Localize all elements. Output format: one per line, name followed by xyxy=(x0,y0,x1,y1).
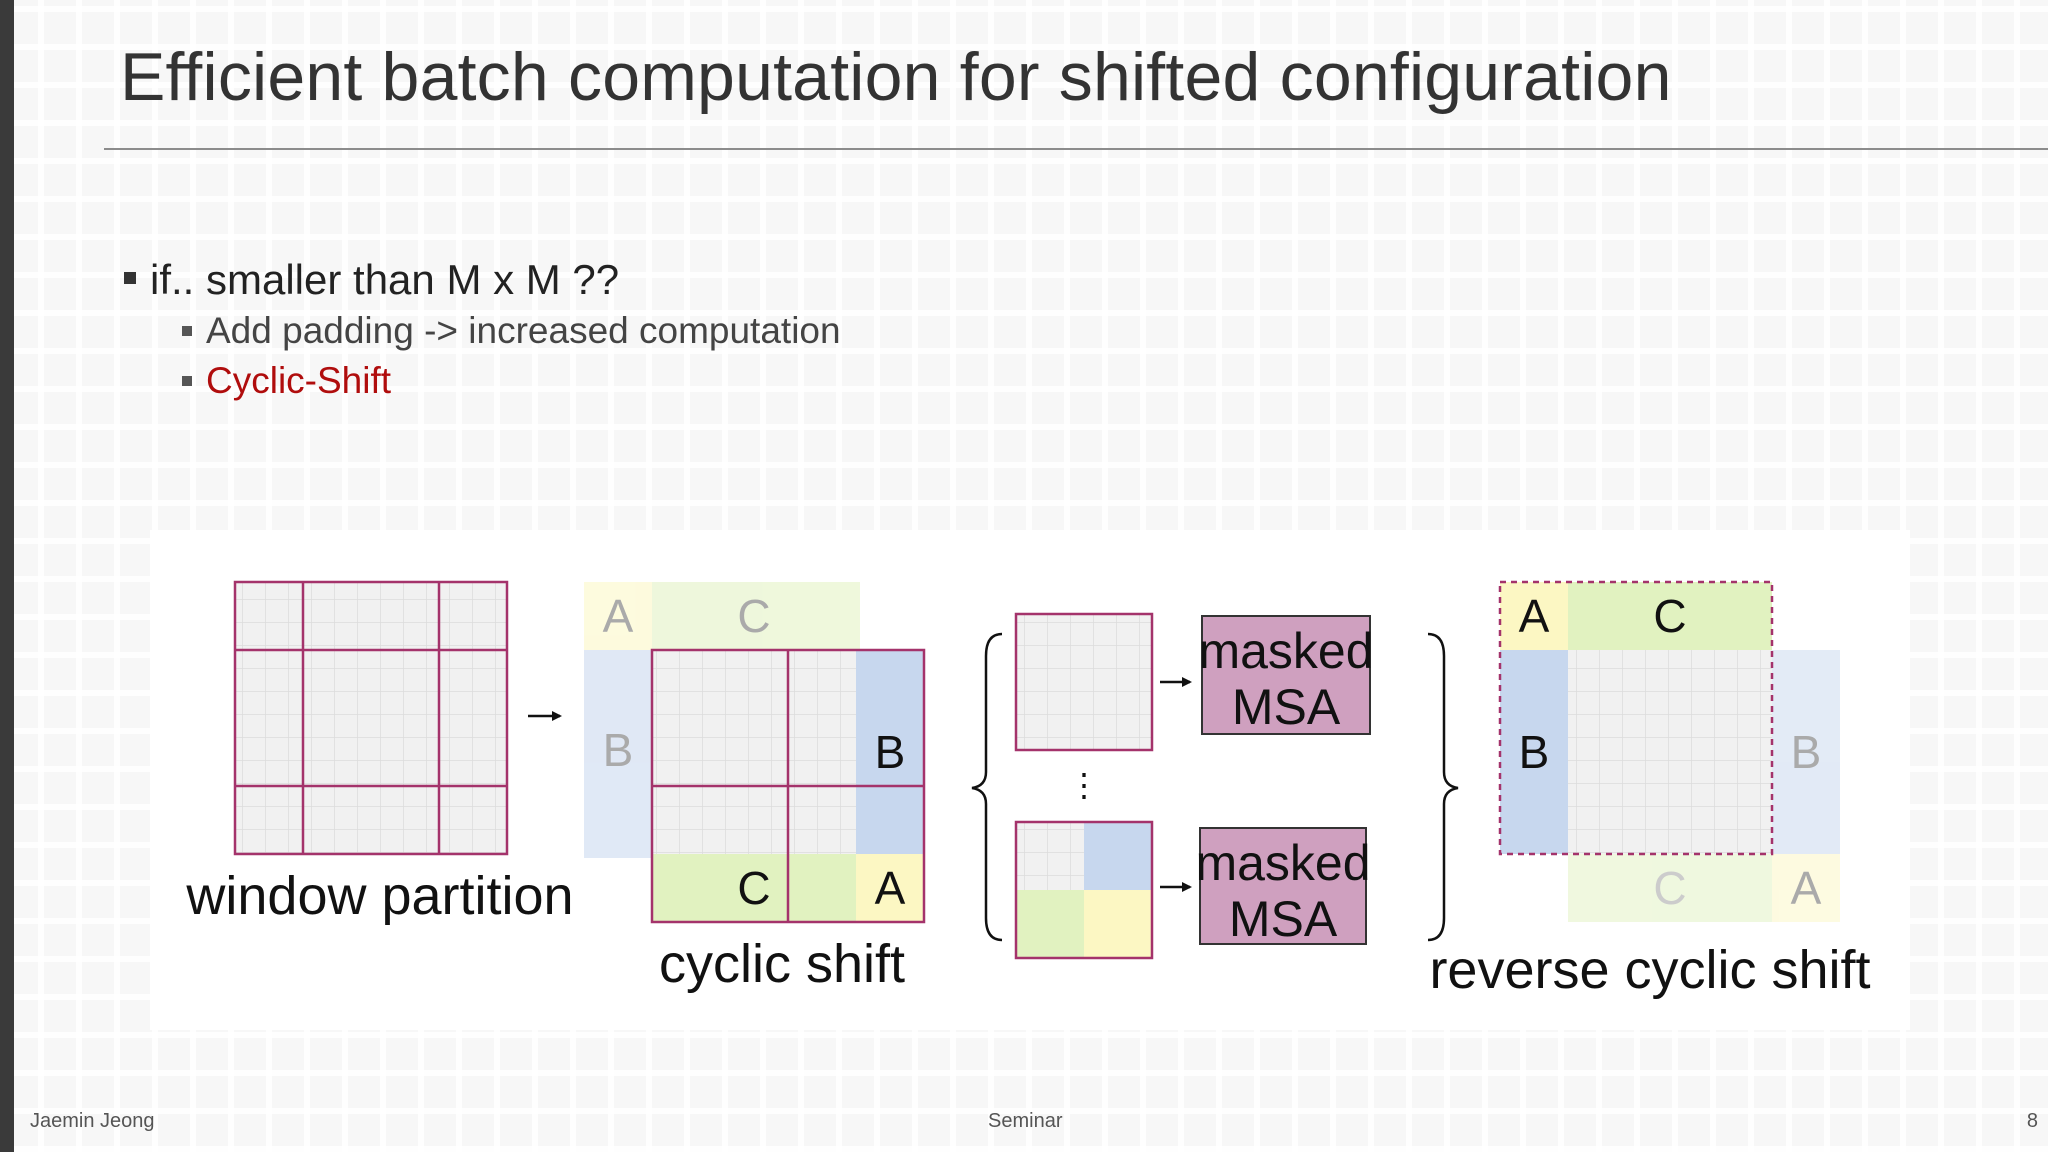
reverse-label-c: C xyxy=(1653,590,1686,642)
masked-msa-box-top: masked MSA xyxy=(1198,615,1374,735)
cyclic-shift-grid xyxy=(650,648,926,924)
reverse-ghost-label-a: A xyxy=(1791,862,1822,914)
window-partition-grid xyxy=(233,580,509,856)
title-divider xyxy=(104,148,2048,150)
footer-page-number: 8 xyxy=(2026,1110,2038,1132)
shift-label-a: A xyxy=(875,862,906,914)
bullet-marker xyxy=(124,272,136,284)
cyclic-shift-diagram: window partition A C B B C A xyxy=(150,530,1910,1030)
footer-author: Jaemin Jeong xyxy=(30,1110,155,1132)
vertical-ellipsis-icon: ⋮ xyxy=(1068,767,1100,803)
shift-label-c: C xyxy=(737,862,770,914)
msa-window-top xyxy=(1014,612,1154,752)
slide-title: Efficient batch computation for shifted … xyxy=(120,39,1672,115)
left-edge-bar xyxy=(0,0,14,1152)
ghost-label-c: C xyxy=(737,590,770,642)
diagram-svg: window partition A C B B C A xyxy=(185,580,1871,1000)
reverse-ghost-label-c: C xyxy=(1653,862,1686,914)
bullet-cyclic-shift: Cyclic-Shift xyxy=(206,360,392,401)
shift-label-b: B xyxy=(875,726,906,778)
reverse-cyclic-shift-label: reverse cyclic shift xyxy=(1429,940,1870,1000)
reverse-label-a: A xyxy=(1519,590,1550,642)
reverse-ghost-label-b: B xyxy=(1791,726,1822,778)
bullet-marker xyxy=(182,376,192,386)
bullet-main: if.. smaller than M x M ?? xyxy=(150,256,620,303)
bullet-marker xyxy=(182,326,192,336)
window-partition-label: window partition xyxy=(185,866,573,926)
cyclic-shift-ghost xyxy=(584,582,860,858)
reverse-shift-grid xyxy=(1498,580,1774,856)
right-brace-icon xyxy=(1427,632,1459,942)
cyclic-shift-label: cyclic shift xyxy=(659,934,905,994)
masked-msa-top-line1: masked xyxy=(1198,623,1373,679)
reverse-shift-ghost xyxy=(1568,650,1840,922)
masked-msa-top-line2: MSA xyxy=(1232,679,1341,735)
masked-msa-bottom-line1: masked xyxy=(1195,835,1370,891)
masked-msa-box-bottom: masked MSA xyxy=(1195,827,1371,947)
masked-msa-bottom-line2: MSA xyxy=(1229,891,1338,947)
msa-window-bottom xyxy=(1014,820,1154,960)
bullet-padding: Add padding -> increased computation xyxy=(206,310,841,351)
ghost-label-a: A xyxy=(603,590,634,642)
footer-event: Seminar xyxy=(988,1110,1063,1132)
reverse-label-b: B xyxy=(1519,726,1550,778)
ghost-label-b: B xyxy=(603,724,634,776)
left-brace-icon xyxy=(971,632,1003,942)
